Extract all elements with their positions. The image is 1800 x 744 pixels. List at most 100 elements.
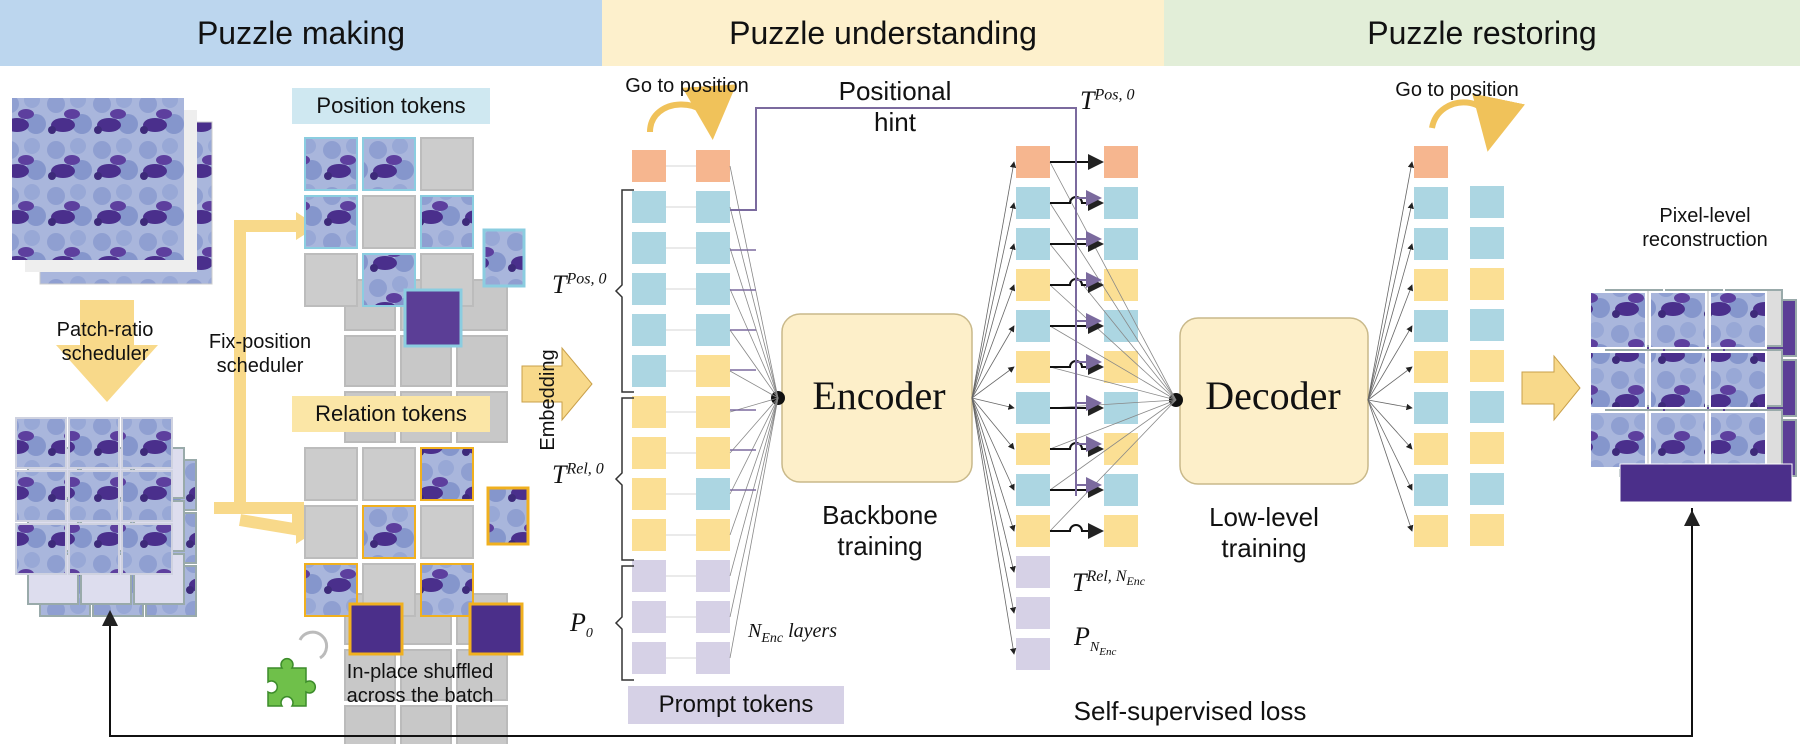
decoder-output-token xyxy=(1414,187,1448,219)
decoder-output-token xyxy=(1414,433,1448,465)
reconstruction-arrow xyxy=(1521,354,1581,422)
brace-rel xyxy=(614,397,634,561)
relation-tile xyxy=(362,447,416,501)
input-token xyxy=(632,396,666,428)
target-token xyxy=(1104,433,1138,465)
decoder-fan-out-line xyxy=(1367,284,1413,401)
decoder-output-token xyxy=(1414,269,1448,301)
p-nenc-subsub: Enc xyxy=(1099,645,1117,658)
reconstruction-tile xyxy=(1709,411,1767,469)
t-rel-nenc-label: TRel, NEnc xyxy=(1072,568,1145,598)
brace-pos xyxy=(614,189,634,393)
fan-out-line xyxy=(971,161,1017,399)
target-token xyxy=(1104,228,1138,260)
t-pos-0-out-base: T xyxy=(1080,86,1095,115)
patched-tile-front xyxy=(15,470,67,522)
position-tokens-text: Position tokens xyxy=(316,93,466,118)
decoder-output-token xyxy=(1414,310,1448,342)
p-0-sub: 0 xyxy=(585,626,593,642)
patched-tile-front xyxy=(15,523,67,575)
encoder-output-token xyxy=(1016,474,1050,506)
fan-in-line xyxy=(729,397,779,536)
decoder-fan-out-line xyxy=(1367,325,1413,401)
puzzle-piece-icon xyxy=(267,658,316,707)
fan-out-line xyxy=(971,202,1016,399)
restored-token xyxy=(1470,268,1504,300)
brace-prompt xyxy=(614,565,634,681)
position-tile xyxy=(304,253,358,307)
restored-token xyxy=(1470,350,1504,382)
restored-token xyxy=(1470,432,1504,464)
shuffle-arrows-icon xyxy=(298,630,329,660)
t-rel-nenc-supsub: Enc xyxy=(1126,574,1146,589)
restored-token xyxy=(1470,391,1504,423)
position-tile-bottom xyxy=(403,288,463,348)
decoder-fan-out-line xyxy=(1367,399,1413,491)
decoder-fan-out-line xyxy=(1367,366,1413,401)
prompt-tokens-text: Prompt tokens xyxy=(658,691,814,718)
embedded-token xyxy=(696,355,730,387)
fan-out-line xyxy=(971,397,1017,655)
low-level-training-label: Low-level training xyxy=(1209,502,1319,564)
go-to-position-arrow-right xyxy=(1429,93,1525,152)
position-tile-back xyxy=(456,335,508,387)
decoder-output-token xyxy=(1414,351,1448,383)
embedded-token xyxy=(696,314,730,346)
fan-in-line xyxy=(729,370,779,399)
relation-tile-back xyxy=(344,705,396,744)
decoder-label: Decoder xyxy=(1205,373,1341,418)
patched-tile-front xyxy=(68,470,120,522)
go-to-position-label-right: Go to position xyxy=(1395,79,1519,101)
encoder-output-token xyxy=(1016,310,1050,342)
relation-tile xyxy=(304,505,358,559)
target-token xyxy=(1104,392,1138,424)
embedded-token xyxy=(696,150,730,182)
t-pos-0-base: T xyxy=(552,270,567,299)
relation-tile xyxy=(304,447,358,501)
embedded-token xyxy=(696,232,730,264)
decoder-fan-in-line xyxy=(1049,399,1177,409)
n-enc-layers-label: NEnc layers xyxy=(748,620,837,647)
fan-out-line xyxy=(971,243,1016,399)
fan-in-line xyxy=(729,165,779,399)
fan-in-line xyxy=(729,397,779,659)
fan-in-line xyxy=(729,397,779,577)
patch-ratio-scheduler-label: Patch-ratio scheduler xyxy=(56,319,154,365)
fan-in-line xyxy=(729,206,779,399)
embedded-token xyxy=(696,478,730,510)
relation-tile-back xyxy=(344,649,396,701)
n-enc-base: N xyxy=(748,620,762,642)
decoder-fan-in-line xyxy=(1049,399,1177,491)
input-token xyxy=(632,150,666,182)
input-token xyxy=(632,642,666,674)
encoder-output-token xyxy=(1016,433,1050,465)
embedded-token xyxy=(696,191,730,223)
decoder-fan-in-line xyxy=(1049,366,1177,401)
relation-tile-back xyxy=(400,649,452,701)
fan-out-line xyxy=(971,366,1015,399)
encoder-output-token xyxy=(1016,146,1050,178)
reconstruction-tile xyxy=(1649,351,1707,409)
patched-tile-front xyxy=(121,470,173,522)
reconstruction-tile xyxy=(1649,411,1707,469)
reconstruction-tile xyxy=(1589,411,1647,469)
decoder-fan-in-line xyxy=(1049,284,1177,401)
target-token xyxy=(1104,515,1138,547)
t-rel-0-label: TRel, 0 xyxy=(552,460,604,490)
t-rel-0-base: T xyxy=(552,460,567,489)
positional-hint-label: Positional hint xyxy=(838,76,952,138)
restored-token xyxy=(1470,309,1504,341)
fan-in-line xyxy=(729,397,779,495)
encoder-output-token xyxy=(1016,351,1050,383)
connector-lines xyxy=(102,84,1700,737)
patched-tile-front xyxy=(121,523,173,575)
input-token xyxy=(632,232,666,264)
restored-token xyxy=(1470,186,1504,218)
decoder-fan-out-line xyxy=(1367,243,1414,401)
embedded-token xyxy=(696,273,730,305)
input-token xyxy=(632,273,666,305)
fan-out-line xyxy=(971,397,1015,491)
target-token xyxy=(1104,187,1138,219)
input-token xyxy=(632,314,666,346)
t-pos-0-label: TPos, 0 xyxy=(552,270,606,300)
